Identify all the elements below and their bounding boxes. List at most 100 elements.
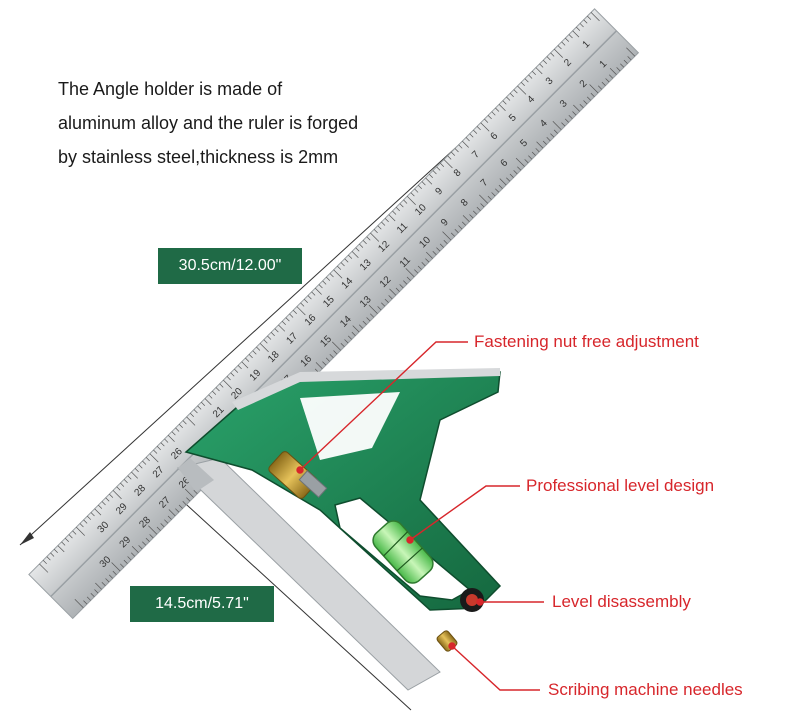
blade-tick xyxy=(487,115,492,120)
blade-tick xyxy=(39,563,49,573)
blade-tick xyxy=(399,284,404,289)
blade-tick xyxy=(248,354,253,359)
blade-tick xyxy=(98,504,103,509)
blade-tick xyxy=(355,247,360,252)
blade-tick xyxy=(553,129,558,134)
blade-tick xyxy=(454,148,459,153)
blade-tick xyxy=(498,104,506,111)
blade-tick xyxy=(442,231,452,241)
blade-tick xyxy=(340,342,345,347)
blade-tick xyxy=(368,304,378,314)
blade-tick xyxy=(112,490,122,500)
blade-tick xyxy=(296,306,306,316)
blade-tick xyxy=(439,243,444,248)
blade-tick xyxy=(108,574,113,579)
blade-tick xyxy=(204,398,212,406)
spirit-level-vial xyxy=(372,520,434,584)
blade-tick xyxy=(620,63,625,68)
blade-tick xyxy=(432,170,437,175)
blade-tick xyxy=(333,350,338,355)
blade-tick xyxy=(105,497,110,502)
blade-tick xyxy=(223,379,233,389)
blade-tick xyxy=(86,596,91,601)
blade-tick xyxy=(359,243,364,248)
description-line: aluminum alloy and the ruler is forged xyxy=(58,113,359,133)
blade-tick xyxy=(568,114,573,120)
blade-tick xyxy=(491,192,496,197)
blade-tick xyxy=(164,438,169,443)
blade-tick xyxy=(331,341,341,351)
blade-tick xyxy=(550,133,555,138)
blade-tick xyxy=(539,63,544,68)
blade-tick xyxy=(572,111,577,116)
blade-tick xyxy=(461,221,466,226)
blade-tick xyxy=(344,339,349,344)
blade-tick xyxy=(465,137,470,142)
blade-tick xyxy=(557,45,562,50)
blade-tick xyxy=(590,12,600,22)
blade-tick xyxy=(351,251,359,259)
blade-tick xyxy=(480,203,485,208)
description-line: by stainless steel,thickness is 2mm xyxy=(58,147,339,167)
blade-tick xyxy=(131,471,139,479)
blade-tick xyxy=(57,545,65,553)
blade-tick xyxy=(605,78,610,83)
blade-tick xyxy=(318,284,323,289)
blade-tick xyxy=(175,427,180,432)
blade-tick xyxy=(134,468,139,473)
blade-tick xyxy=(587,15,592,20)
blade-tick xyxy=(300,302,305,307)
blade-tick xyxy=(381,221,386,226)
blade-tick xyxy=(609,68,617,75)
blade-tick xyxy=(405,268,415,278)
blade-tick xyxy=(95,582,102,590)
blade-tick xyxy=(351,331,356,336)
blade-tick xyxy=(241,361,249,369)
blade-tick xyxy=(417,265,422,270)
blade-tick xyxy=(576,26,581,31)
blade-tick xyxy=(458,144,463,149)
blade-tick xyxy=(153,449,158,454)
blade-tick xyxy=(454,228,459,233)
blade-tick xyxy=(252,350,257,355)
blade-tick xyxy=(109,493,114,498)
blade-tick xyxy=(307,295,312,300)
blade-tick xyxy=(561,41,566,46)
blade-tick xyxy=(535,148,540,153)
blade-tick xyxy=(292,309,297,315)
width-badge: 14.5cm/5.71" xyxy=(130,586,274,622)
level-disassembly-screw xyxy=(460,588,484,612)
blade-tick xyxy=(572,30,580,38)
blade-tick xyxy=(46,556,51,561)
blade-tick xyxy=(473,129,478,134)
blade-tick xyxy=(145,537,150,542)
width-dimension-line xyxy=(175,494,412,711)
blade-tick xyxy=(480,122,490,132)
blade-tick xyxy=(498,184,503,189)
blade-tick xyxy=(462,140,469,148)
blade-tick xyxy=(164,519,169,524)
blade-tick xyxy=(90,512,95,517)
blade-tick xyxy=(513,170,518,175)
blade-tick xyxy=(76,526,85,536)
blade-tick xyxy=(597,85,603,90)
blade-tick xyxy=(149,453,159,463)
blade-tick xyxy=(384,298,389,303)
blade-tick xyxy=(123,479,128,484)
blade-tick xyxy=(524,78,529,83)
leader-needles xyxy=(451,645,540,691)
blade-tick xyxy=(536,141,544,149)
blade-tick xyxy=(552,121,562,131)
blade-tick xyxy=(373,229,378,234)
blade-tick xyxy=(219,383,224,388)
blade-tick xyxy=(358,324,364,329)
blade-tick xyxy=(326,276,331,281)
blade-tick xyxy=(384,218,389,223)
blade-tick xyxy=(550,52,555,57)
blade-tick xyxy=(337,265,342,270)
blade-tick xyxy=(583,100,588,105)
blade-tick xyxy=(83,600,88,605)
blade-tick xyxy=(83,519,88,524)
blade-tick xyxy=(535,67,543,75)
